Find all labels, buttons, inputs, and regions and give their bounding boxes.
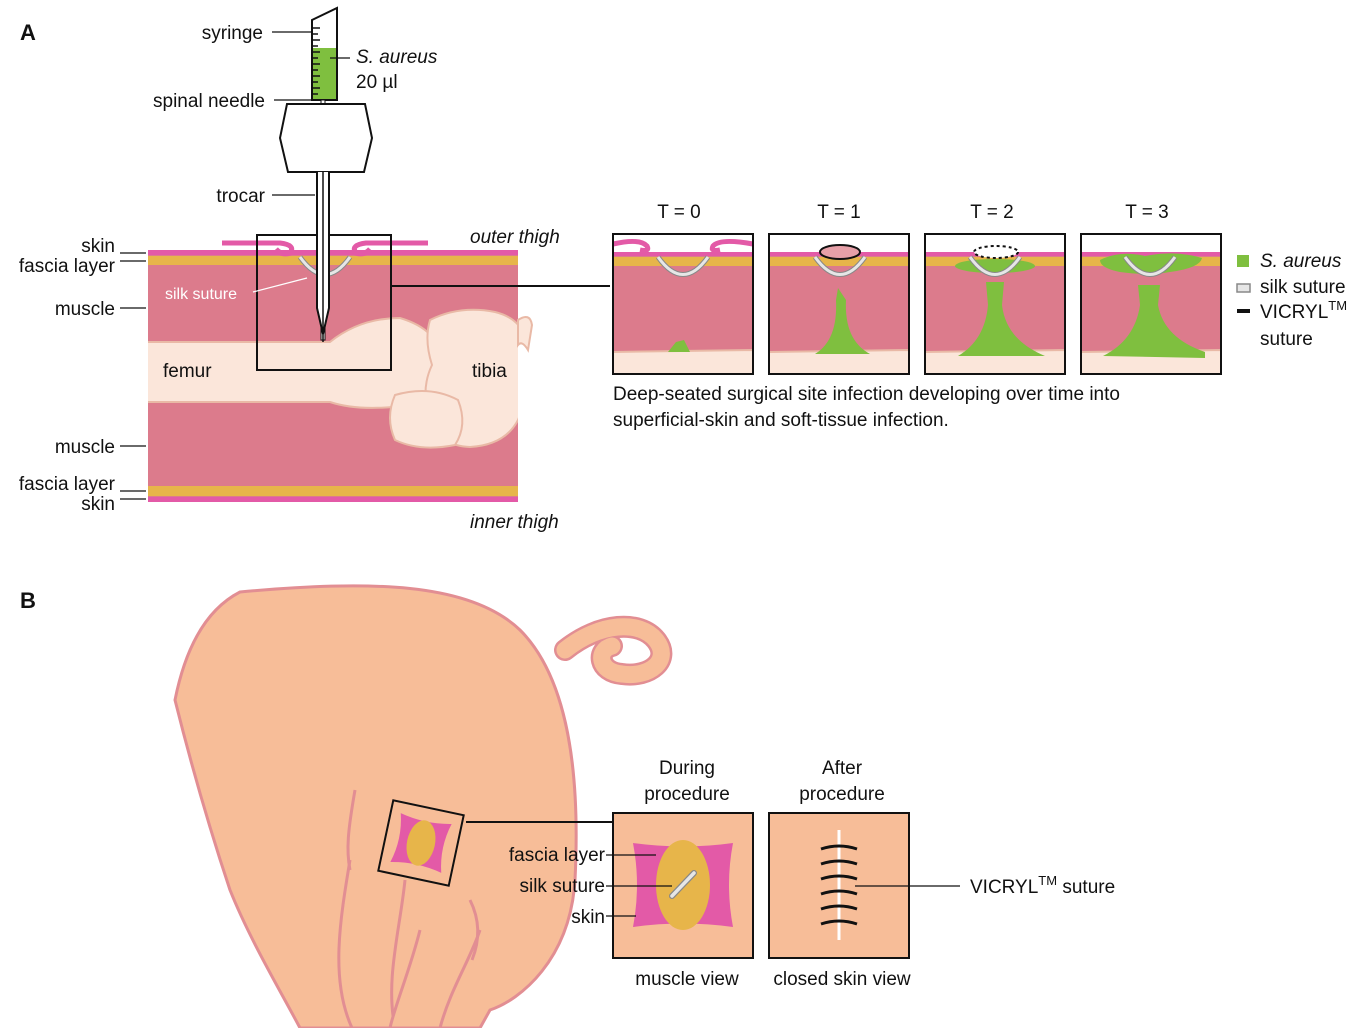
silk-suture-label: silk suture — [165, 286, 237, 303]
fascia-layer-top — [148, 256, 518, 265]
closed-skin-view-label: closed skin view — [773, 969, 911, 990]
during-line1: During — [659, 758, 715, 779]
vicryl-closure-t1 — [820, 245, 860, 259]
time-series: T = 0 T = 1 T = 2 T = 3 — [613, 202, 1221, 431]
skin-bottom-label: skin — [81, 494, 115, 515]
panel-b-letter: B — [20, 588, 36, 613]
patella-bone — [390, 391, 462, 448]
trocar-hub — [280, 104, 372, 172]
legend-vicryl-line2: suture — [1260, 329, 1313, 350]
caption-line-1: Deep-seated surgical site infection deve… — [613, 384, 1120, 405]
bone-tip — [518, 317, 532, 350]
inner-thigh-label: inner thigh — [470, 512, 559, 533]
silk-suture-label-b: silk suture — [519, 876, 605, 897]
vicryl-closure-t2 — [974, 246, 1018, 258]
timepoint-2: T = 2 — [970, 202, 1013, 223]
after-line1: After — [822, 758, 863, 779]
skin-label-b: skin — [571, 907, 605, 928]
spinal-needle-label: spinal needle — [153, 91, 265, 112]
skin-top-label: skin — [81, 236, 115, 257]
tibia-label: tibia — [472, 361, 507, 382]
fascia-bottom-label: fascia layer — [19, 474, 116, 495]
s-aureus-label: S. aureus — [356, 47, 438, 68]
volume-label: 20 µl — [356, 72, 398, 93]
vicryl-label-b: VICRYLTM suture — [970, 873, 1115, 898]
legend-silk-suture: silk suture — [1260, 277, 1346, 298]
closed-skin-view: After procedure VICRYLTM suture closed s… — [769, 758, 1115, 990]
skin-layer-bottom — [148, 497, 518, 502]
timepoint-box-2 — [925, 234, 1065, 374]
pig — [175, 586, 661, 1028]
fascia-layer-label-b: fascia layer — [509, 845, 606, 866]
timepoint-box-0 — [613, 234, 753, 374]
femur-label: femur — [163, 361, 212, 382]
fascia-layer-bottom — [148, 486, 518, 496]
panel-a-letter: A — [20, 20, 36, 45]
outer-thigh-label: outer thigh — [470, 227, 560, 248]
muscle-bottom-label: muscle — [55, 437, 115, 458]
timepoint-3: T = 3 — [1125, 202, 1168, 223]
syringe-label: syringe — [202, 23, 263, 44]
syringe-bacteria — [313, 48, 336, 99]
timepoint-1: T = 1 — [817, 202, 860, 223]
muscle-view-label: muscle view — [635, 969, 739, 990]
timepoint-box-1 — [769, 234, 909, 374]
legend-silk-swatch — [1237, 284, 1250, 292]
legend-vicryl: VICRYLTM — [1260, 298, 1347, 323]
timepoint-box-3 — [1081, 234, 1221, 374]
legend-s-aureus: S. aureus — [1260, 251, 1342, 272]
after-line2: procedure — [799, 784, 885, 805]
legend: S. aureus silk suture VICRYLTM suture — [1237, 251, 1347, 350]
legend-s-aureus-swatch — [1237, 255, 1249, 267]
muscle-top-label: muscle — [55, 299, 115, 320]
during-line2: procedure — [644, 784, 730, 805]
caption-line-2: superficial-skin and soft-tissue infecti… — [613, 410, 949, 431]
timepoint-0: T = 0 — [657, 202, 700, 223]
skin-layer-top — [148, 250, 518, 255]
fascia-top-label: fascia layer — [19, 256, 116, 277]
trocar-label: trocar — [216, 186, 265, 207]
legend-vicryl-swatch — [1237, 309, 1250, 313]
